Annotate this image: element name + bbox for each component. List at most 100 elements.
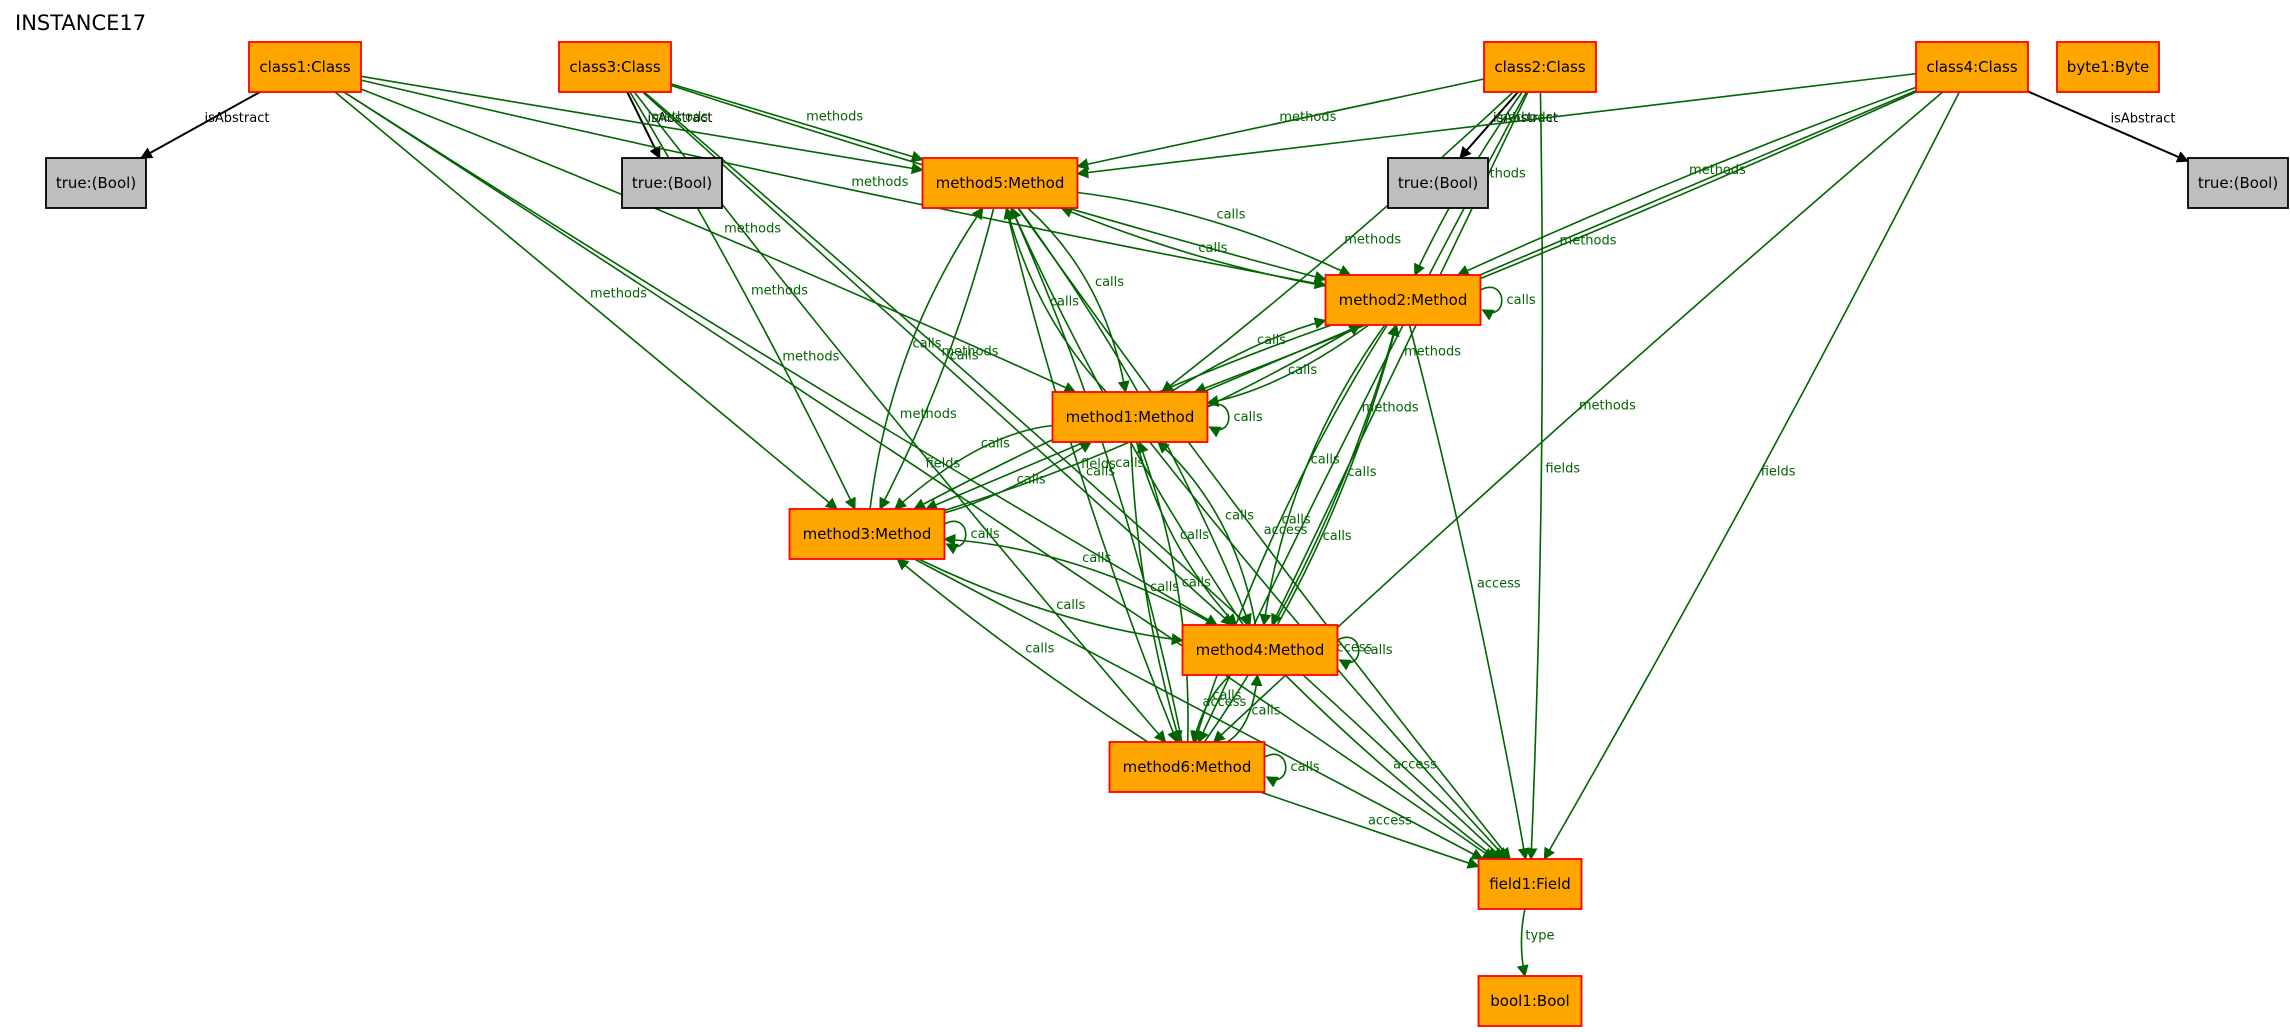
- edge-line: [1284, 674, 1498, 860]
- edge-line: [1161, 91, 1514, 393]
- edge-label: fields: [1081, 457, 1116, 472]
- edge-label: calls: [1216, 207, 1245, 222]
- edge-method1-method1: calls: [1207, 403, 1263, 438]
- edge-label: isAbstract: [648, 111, 713, 126]
- node-label: bool1:Bool: [1490, 992, 1569, 1010]
- edge-label: calls: [1180, 528, 1209, 543]
- edge-method6-field1: access: [1260, 791, 1480, 869]
- edge-label: methods: [782, 350, 839, 365]
- edge-line: [1005, 207, 1179, 744]
- edge-line: [1192, 324, 1388, 744]
- edge-line: [2027, 90, 2190, 163]
- node-true1[interactable]: true:(Bool): [45, 157, 147, 209]
- edge-line: [1027, 207, 1130, 394]
- node-label: method5:Method: [936, 174, 1065, 192]
- edge-method2-method5: calls: [1060, 206, 1326, 287]
- node-method1[interactable]: method1:Method: [1051, 391, 1209, 443]
- edge-label: calls: [949, 348, 978, 363]
- edge-line: [918, 558, 1184, 646]
- edge-line: [1260, 791, 1480, 869]
- edge-method3-method3: calls: [944, 520, 1000, 555]
- edge-label: calls: [971, 527, 1000, 542]
- node-box: [1051, 391, 1209, 443]
- edge-label: calls: [912, 336, 941, 351]
- edge-label: methods: [1362, 400, 1419, 415]
- edge-label: access: [1203, 695, 1247, 710]
- edge-method4-method2: calls: [1273, 323, 1399, 626]
- node-method4[interactable]: method4:Method: [1181, 624, 1339, 676]
- node-label: class2:Class: [1494, 58, 1585, 76]
- edge-method4-method4: calls: [1337, 636, 1393, 671]
- edge-label: calls: [1198, 241, 1227, 256]
- edge-label: access: [1393, 758, 1437, 773]
- node-label: true:(Bool): [1398, 174, 1478, 192]
- edge-label: access: [1368, 813, 1412, 828]
- node-box: [558, 41, 672, 93]
- node-label: method4:Method: [1196, 641, 1325, 659]
- node-field1[interactable]: field1:Field: [1477, 858, 1583, 910]
- edge-method5-method3: calls: [879, 207, 995, 511]
- edge-line: [670, 83, 924, 163]
- edge-label: calls: [1050, 294, 1079, 309]
- node-class2[interactable]: class2:Class: [1483, 41, 1597, 93]
- node-box: [45, 157, 147, 209]
- node-method3[interactable]: method3:Method: [788, 508, 946, 560]
- edge-line: [1226, 673, 1263, 743]
- edge-label: calls: [1086, 464, 1115, 479]
- node-method2[interactable]: method2:Method: [1324, 274, 1482, 326]
- node-true2[interactable]: true:(Bool): [1387, 157, 1489, 209]
- edge-label: methods: [806, 109, 863, 124]
- edge-method4-method6: calls: [1190, 674, 1242, 744]
- edge-method3-method5: calls: [869, 207, 984, 510]
- edge-method4-field1: access: [1284, 674, 1498, 860]
- node-true3[interactable]: true:(Bool): [621, 157, 723, 209]
- edge-line: [642, 91, 1234, 626]
- edge-method2-method1: calls: [1206, 324, 1370, 407]
- node-method6[interactable]: method6:Method: [1108, 741, 1266, 793]
- node-box: [1477, 858, 1583, 910]
- node-box: [1915, 41, 2029, 93]
- node-method5[interactable]: method5:Method: [921, 157, 1079, 209]
- node-class4[interactable]: class4:Class: [1915, 41, 2029, 93]
- edge-method6-method2: calls: [1203, 323, 1400, 743]
- edge-class4-method5: methods: [1076, 72, 1917, 179]
- edge-line: [1264, 753, 1287, 788]
- edge-label: access: [1477, 577, 1521, 592]
- edge-line: [944, 441, 1093, 514]
- edge-label: calls: [1507, 293, 1536, 308]
- edge-class4-true4: isAbstract: [2027, 90, 2190, 163]
- edge-class3-method4: methods: [642, 91, 1234, 626]
- edge-label: calls: [1251, 703, 1280, 718]
- edge-line: [943, 533, 1216, 626]
- node-label: method1:Method: [1066, 408, 1195, 426]
- edge-label: calls: [1282, 512, 1311, 527]
- node-true4[interactable]: true:(Bool): [2187, 157, 2289, 209]
- edge-method1-method5: calls: [1003, 206, 1108, 393]
- edge-line: [913, 558, 1484, 860]
- edge-line: [1003, 206, 1108, 393]
- edge-method6-method5: calls: [1010, 206, 1183, 743]
- node-byte1[interactable]: byte1:Byte: [2056, 41, 2160, 93]
- edge-line: [643, 91, 1504, 860]
- edge-line: [1010, 206, 1183, 743]
- node-class1[interactable]: class1:Class: [248, 41, 362, 93]
- edge-label: calls: [1225, 508, 1254, 523]
- edge-method5-method2: calls: [1077, 191, 1352, 276]
- edge-line: [1271, 91, 1529, 627]
- edge-label: calls: [1212, 689, 1241, 704]
- edge-line: [1017, 207, 1511, 860]
- edge-label: methods: [1279, 110, 1336, 125]
- edge-label: methods: [724, 222, 781, 237]
- edge-line: [343, 91, 1495, 860]
- node-bool1[interactable]: bool1:Bool: [1477, 975, 1583, 1027]
- edge-method2-method2: calls: [1480, 286, 1536, 321]
- edge-label: methods: [651, 110, 708, 125]
- edge-line: [944, 520, 967, 555]
- edge-label: calls: [1323, 529, 1352, 544]
- node-class3[interactable]: class3:Class: [558, 41, 672, 93]
- edge-class1-method5: methods: [360, 75, 924, 175]
- edge-line: [334, 91, 838, 510]
- node-box: [248, 41, 362, 93]
- edge-label: isAbstract: [205, 111, 270, 126]
